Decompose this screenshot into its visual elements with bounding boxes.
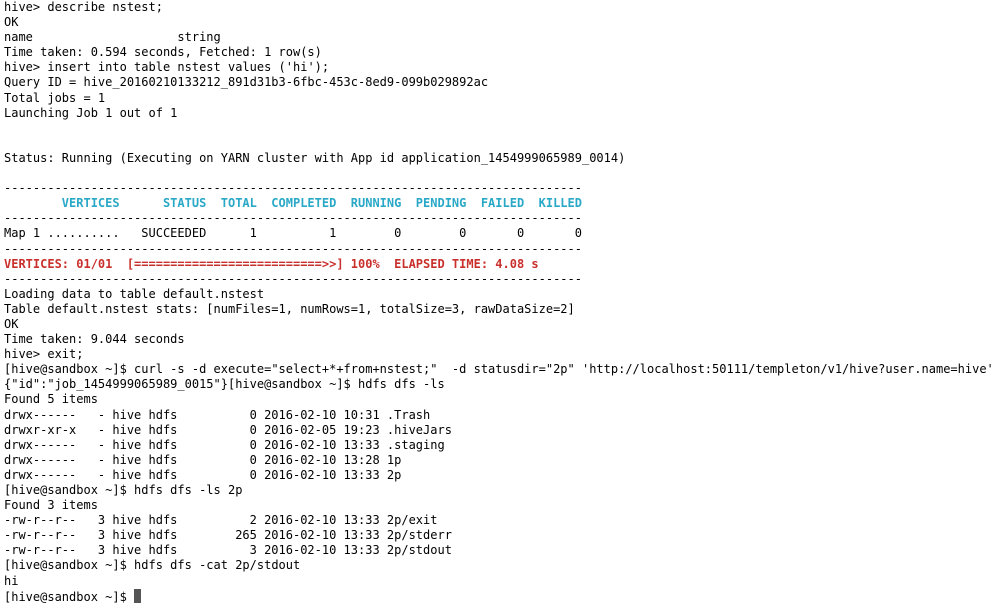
command-text: hdfs dfs -ls 2p (134, 483, 243, 497)
command-text: insert into table nstest values ('hi'); (47, 60, 330, 75)
line-text: drwxr-xr-x - hive hdfs 0 2016-02-05 19:2… (4, 422, 452, 437)
line-text: ----------------------------------------… (4, 271, 582, 286)
line-text: drwx------ - hive hdfs 0 2016-02-10 13:3… (4, 467, 402, 482)
line-text: ----------------------------------------… (4, 181, 582, 196)
output-line: {"id":"job_1454999065989_0015"}[hive@san… (4, 377, 994, 392)
blank-line (4, 136, 994, 151)
output-line: -rw-r--r-- 3 hive hdfs 265 2016-02-10 13… (4, 528, 994, 543)
command-line: hive> describe nstest; (4, 0, 994, 15)
table-divider: ----------------------------------------… (4, 181, 994, 196)
line-text: Time taken: 0.594 seconds, Fetched: 1 ro… (4, 45, 322, 60)
table-divider: ----------------------------------------… (4, 272, 994, 287)
prompt: [hive@sandbox ~]$ (4, 483, 135, 497)
command-line: [hive@sandbox ~]$ curl -s -d execute="se… (4, 362, 994, 377)
line-text: Total jobs = 1 (4, 90, 106, 105)
output-line: -rw-r--r-- 3 hive hdfs 3 2016-02-10 13:3… (4, 543, 994, 558)
output-line: Time taken: 0.594 seconds, Fetched: 1 ro… (4, 45, 994, 60)
output-line: Query ID = hive_20160210133212_891d31b3-… (4, 75, 994, 90)
line-text: OK (4, 15, 19, 30)
output-line: drwx------ - hive hdfs 0 2016-02-10 13:3… (4, 438, 994, 453)
output-line: drwx------ - hive hdfs 0 2016-02-10 13:3… (4, 468, 994, 483)
line-text: Table default.nstest stats: [numFiles=1,… (4, 301, 575, 316)
output-line: name string (4, 30, 994, 45)
line-text: drwx------ - hive hdfs 0 2016-02-10 13:2… (4, 452, 402, 467)
line-text: -rw-r--r-- 3 hive hdfs 2 2016-02-10 13:3… (4, 513, 438, 528)
line-text: Found 3 items (4, 498, 98, 513)
line-text: drwx------ - hive hdfs 0 2016-02-10 13:3… (4, 437, 445, 452)
command-text: describe nstest; (47, 0, 163, 14)
output-line: Found 5 items (4, 392, 994, 407)
prompt: hive> (4, 347, 48, 362)
output-line: Status: Running (Executing on YARN clust… (4, 151, 994, 166)
command-line: [hive@sandbox ~]$ hdfs dfs -cat 2p/stdou… (4, 558, 994, 573)
line-text: hi (4, 573, 19, 588)
command-line: [hive@sandbox ~]$ (4, 588, 994, 604)
prompt: [hive@sandbox ~]$ (4, 362, 135, 377)
line-text: -rw-r--r-- 3 hive hdfs 265 2016-02-10 13… (4, 528, 452, 543)
prompt: [hive@sandbox ~]$ (4, 589, 135, 604)
line-text: Status: Running (Executing on YARN clust… (4, 150, 626, 165)
block-cursor-icon[interactable] (134, 588, 142, 603)
line-text: VERTICES: 01/01 [=======================… (4, 256, 539, 271)
line-text: Found 5 items (4, 392, 98, 407)
output-line: hi (4, 574, 994, 589)
prompt: hive> (4, 0, 48, 14)
output-line: -rw-r--r-- 3 hive hdfs 2 2016-02-10 13:3… (4, 513, 994, 528)
line-text: Query ID = hive_20160210133212_891d31b3-… (4, 75, 489, 90)
command-text: exit; (47, 347, 84, 362)
line-text: -rw-r--r-- 3 hive hdfs 3 2016-02-10 13:3… (4, 543, 452, 558)
blank-line (4, 121, 994, 136)
output-line: drwx------ - hive hdfs 0 2016-02-10 13:2… (4, 453, 994, 468)
output-line: Launching Job 1 out of 1 (4, 106, 994, 121)
command-line: hive> exit; (4, 347, 994, 362)
command-line: hive> insert into table nstest values ('… (4, 60, 994, 75)
line-text: ----------------------------------------… (4, 241, 582, 256)
command-text: curl -s -d execute="select+*+from+nstest… (134, 362, 994, 377)
blank-line (4, 166, 994, 181)
command-line: [hive@sandbox ~]$ hdfs dfs -ls 2p (4, 483, 994, 498)
output-line: Found 3 items (4, 498, 994, 513)
line-text: Time taken: 9.044 seconds (4, 332, 185, 347)
line-text: Launching Job 1 out of 1 (4, 105, 178, 120)
command-text: hdfs dfs -cat 2p/stdout (134, 558, 301, 573)
output-line: OK (4, 15, 994, 30)
line-text: OK (4, 316, 19, 331)
prompt: [hive@sandbox ~]$ (4, 558, 135, 573)
line-text: VERTICES STATUS TOTAL COMPLETED RUNNING … (4, 196, 582, 211)
line-text: name string (4, 30, 221, 45)
table-divider: ----------------------------------------… (4, 242, 994, 257)
output-line: Time taken: 9.044 seconds (4, 332, 994, 347)
prompt: hive> (4, 60, 48, 75)
output-line: Loading data to table default.nstest (4, 287, 994, 302)
output-line: drwxr-xr-x - hive hdfs 0 2016-02-05 19:2… (4, 423, 994, 438)
line-text: Loading data to table default.nstest (4, 286, 265, 301)
line-text: {"id":"job_1454999065989_0015"}[hive@san… (4, 377, 445, 392)
line-text: Map 1 .......... SUCCEEDED 1 1 0 0 0 0 (4, 226, 582, 241)
output-line: Table default.nstest stats: [numFiles=1,… (4, 302, 994, 317)
progress-status-line: VERTICES: 01/01 [=======================… (4, 257, 994, 272)
output-line: Total jobs = 1 (4, 91, 994, 106)
vertices-table-header: VERTICES STATUS TOTAL COMPLETED RUNNING … (4, 196, 994, 211)
output-line: OK (4, 317, 994, 332)
output-line: drwx------ - hive hdfs 0 2016-02-10 10:3… (4, 408, 994, 423)
table-divider: ----------------------------------------… (4, 211, 994, 226)
line-text: drwx------ - hive hdfs 0 2016-02-10 10:3… (4, 407, 431, 422)
line-text: ----------------------------------------… (4, 211, 582, 226)
output-line: Map 1 .......... SUCCEEDED 1 1 0 0 0 0 (4, 226, 994, 241)
